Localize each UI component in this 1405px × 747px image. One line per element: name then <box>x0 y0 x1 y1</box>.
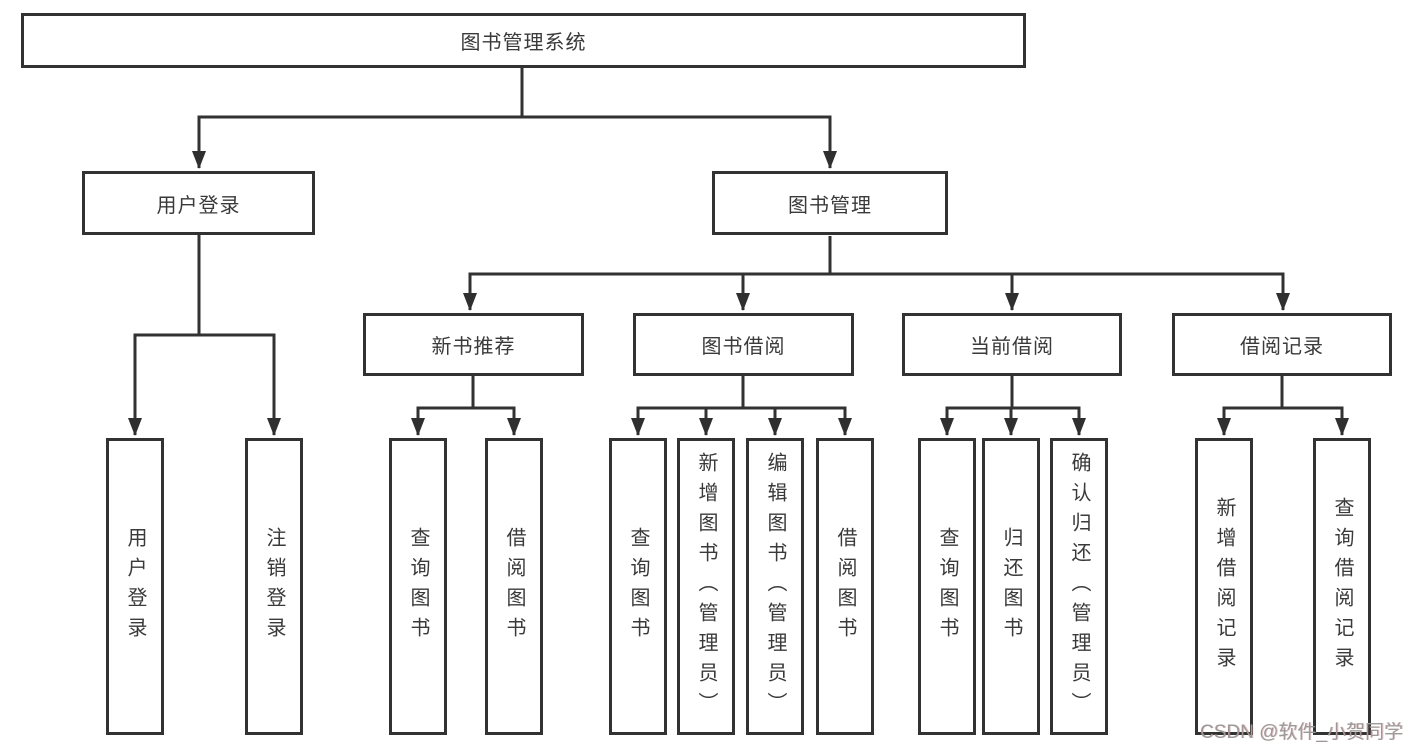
leaf-return-books: 归还图书 <box>982 438 1040 735</box>
leaf-query-borrow-record: 查询借阅记录 <box>1313 438 1371 735</box>
leaf-confirm-return-admin: 确认归还（管理员） <box>1050 438 1108 735</box>
node-book-borrow: 图书借阅 <box>633 313 854 376</box>
leaf-query-books-recommend: 查询图书 <box>389 438 447 735</box>
leaf-query-books-borrow: 查询图书 <box>609 438 667 735</box>
node-new-book-recommend: 新书推荐 <box>363 313 584 376</box>
node-current-borrow: 当前借阅 <box>902 313 1122 376</box>
leaf-query-books-current: 查询图书 <box>918 438 976 735</box>
node-book-management: 图书管理 <box>712 171 948 235</box>
leaf-user-login: 用户登录 <box>106 438 164 735</box>
leaf-logout: 注销登录 <box>245 438 303 735</box>
leaf-borrow-books-recommend: 借阅图书 <box>485 438 543 735</box>
csdn-watermark: CSDN @软件_小贺同学 <box>1200 722 1403 743</box>
node-borrow-records: 借阅记录 <box>1172 313 1392 376</box>
leaf-add-books-admin: 新增图书（管理员） <box>677 438 735 735</box>
node-user-login: 用户登录 <box>82 171 315 235</box>
node-library-system: 图书管理系统 <box>21 13 1026 68</box>
leaf-borrow-books: 借阅图书 <box>816 438 874 735</box>
leaf-add-borrow-record: 新增借阅记录 <box>1195 438 1253 735</box>
leaf-edit-books-admin: 编辑图书（管理员） <box>746 438 804 735</box>
